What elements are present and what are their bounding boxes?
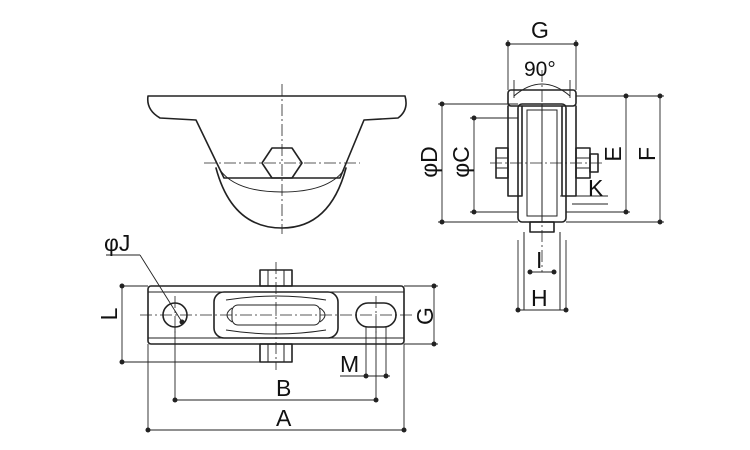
- side-view-bracket: [507, 105, 523, 197]
- label-M: M: [340, 351, 359, 377]
- label-E: E: [600, 146, 626, 161]
- front-view-dimensions: [106, 254, 438, 433]
- top-view-hex-nut: [261, 147, 303, 179]
- label-G-front: G: [412, 307, 438, 325]
- top-view-bracket: [146, 95, 407, 179]
- label-A: A: [276, 405, 292, 431]
- label-B: B: [276, 375, 291, 401]
- label-I: I: [536, 247, 542, 273]
- side-view-dimensions: [438, 40, 664, 313]
- label-phiC: φC: [448, 146, 474, 178]
- label-H: H: [531, 285, 548, 311]
- top-view-wheel: [215, 167, 347, 229]
- label-angle: 90°: [524, 58, 556, 81]
- front-view: [140, 262, 412, 370]
- top-view: [146, 84, 407, 234]
- side-view: [490, 70, 604, 310]
- label-G-side: G: [531, 17, 549, 43]
- label-L: L: [96, 307, 122, 320]
- label-phiJ: φJ: [104, 230, 130, 256]
- dimension-labels: φJ L G M B A G 90° φD φC E F K I H: [96, 17, 660, 431]
- label-F: F: [634, 147, 660, 161]
- label-K: K: [588, 175, 604, 201]
- label-phiD: φD: [416, 146, 442, 178]
